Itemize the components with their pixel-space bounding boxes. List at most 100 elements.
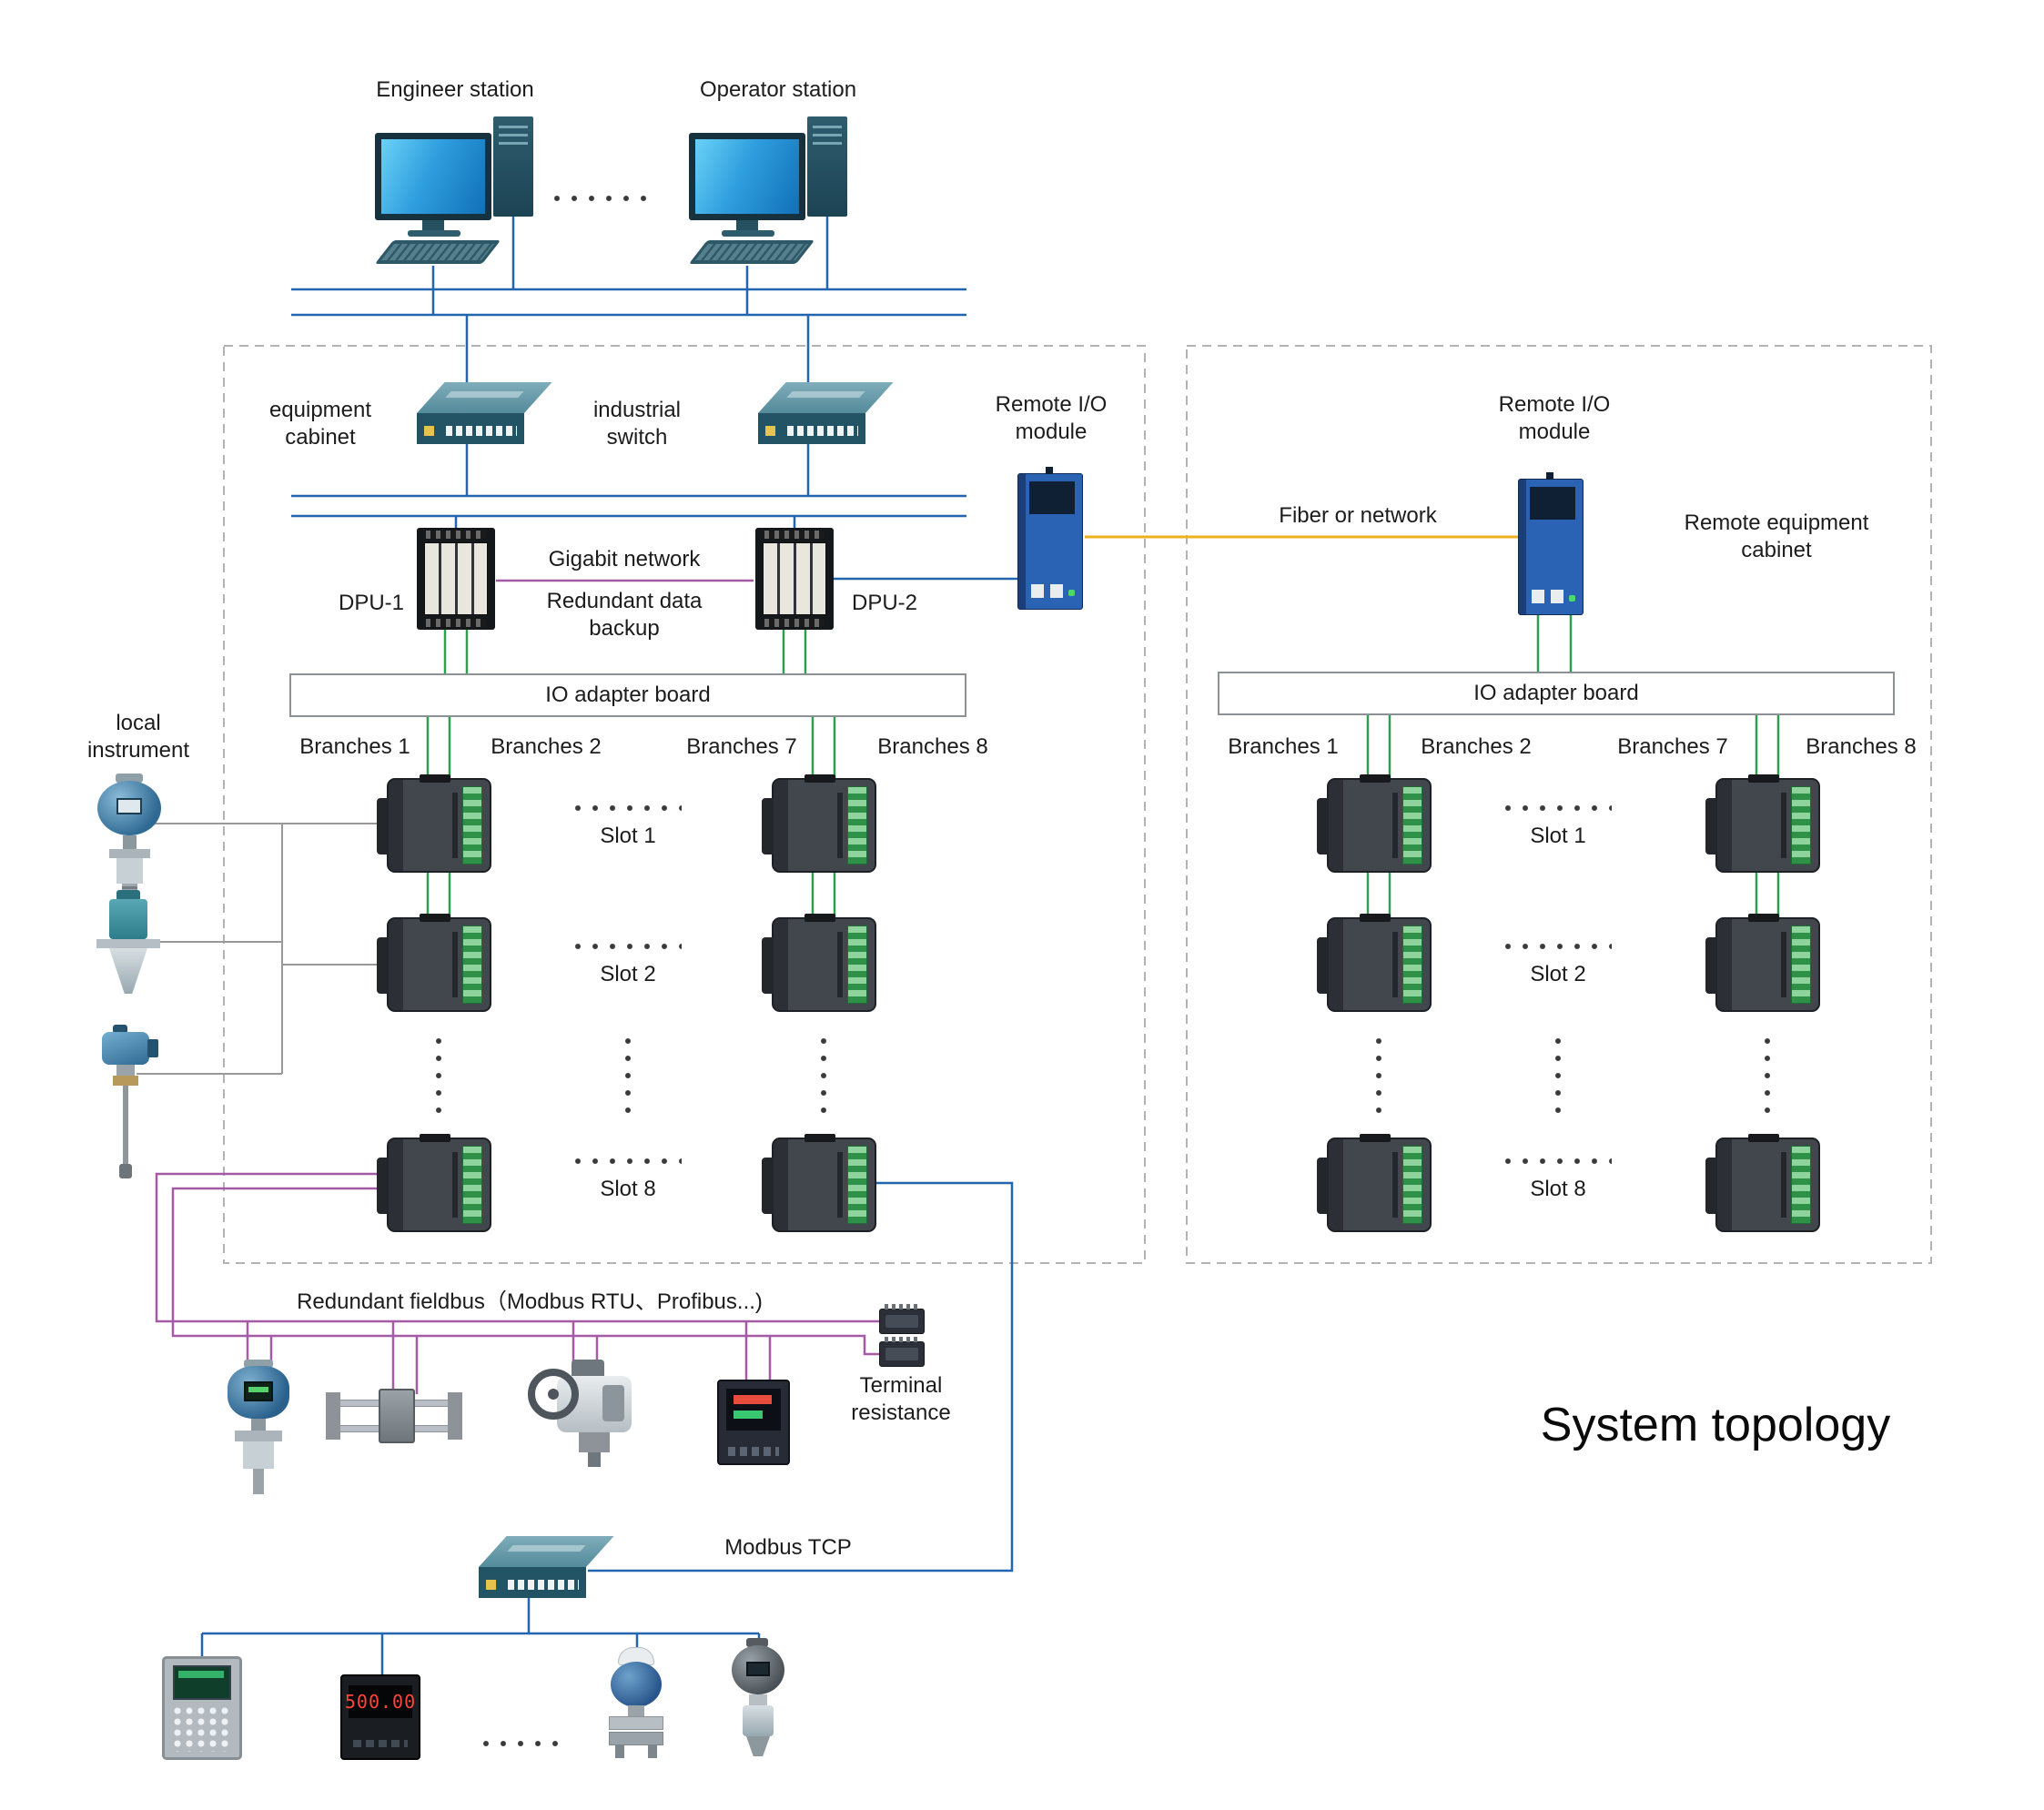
instrument-head <box>109 899 147 939</box>
instrument-neck <box>116 1065 135 1076</box>
io-module <box>377 1134 491 1232</box>
fieldbus-linear-actuator <box>326 1387 462 1449</box>
industrial-switch-label: industrial switch <box>592 398 682 450</box>
purple-fieldbus-lines <box>155 579 879 1394</box>
gray-instrument-lines <box>137 823 387 1075</box>
fieldbus-transmitter <box>217 1360 300 1498</box>
status-led <box>1569 595 1575 602</box>
dpu-front-panel <box>424 542 488 615</box>
meter-display <box>726 1389 781 1431</box>
io-module <box>762 774 876 873</box>
ellipsis-dots <box>482 1740 570 1747</box>
industrial-switch-1 <box>393 382 552 451</box>
green-io-lines <box>426 615 1780 919</box>
valve-yoke <box>579 1432 610 1452</box>
ellipsis-dots <box>574 804 682 812</box>
io-module <box>1317 774 1432 873</box>
io-adapter-board-left-label: IO adapter board <box>545 683 711 707</box>
terminal-strip <box>1392 1146 1422 1224</box>
terminal-strip <box>1392 786 1422 865</box>
valve-stem <box>588 1452 601 1467</box>
io-module <box>377 774 491 873</box>
instrument-cap <box>116 890 140 901</box>
slot-8-left-label: Slot 8 <box>600 1177 656 1201</box>
terminal-strip <box>1781 1146 1811 1224</box>
equipment-cabinet-label: equipment cabinet <box>268 398 372 450</box>
terminal-strip <box>837 1146 867 1224</box>
instrument-flange <box>609 1716 663 1730</box>
terminal-strip <box>1781 786 1811 865</box>
terminal-resistance-label: Terminal resistance <box>851 1373 951 1425</box>
engineer-station-computer <box>374 115 539 268</box>
switch-ports-face <box>417 413 524 444</box>
terminal-strip <box>837 786 867 865</box>
instrument-neck <box>628 1705 644 1716</box>
computer-monitor <box>375 133 491 220</box>
monitor-screen <box>381 139 485 214</box>
remote-io-left-label: Remote I/O module <box>995 392 1108 444</box>
pressure-transmitter-device <box>593 1647 680 1782</box>
dpu-front-panel <box>763 542 826 615</box>
terminal-resistor-block <box>879 1337 925 1367</box>
io-adapter-board-right: IO adapter board <box>1218 672 1895 715</box>
branches-1-right-label: Branches 1 <box>1228 734 1339 759</box>
computer-tower <box>493 116 533 217</box>
antenna-stub <box>1546 472 1553 480</box>
radar-horn <box>109 948 147 994</box>
instrument-cap <box>244 1360 273 1368</box>
local-probe-transmitter <box>91 1025 173 1181</box>
vertical-ellipsis-dots <box>1375 1037 1382 1121</box>
paperless-recorder <box>162 1656 242 1760</box>
probe-tip <box>119 1164 132 1178</box>
flange-bolt <box>648 1745 657 1758</box>
instrument-head <box>102 1032 149 1065</box>
io-module <box>1317 914 1432 1012</box>
monitor-screen <box>695 139 799 214</box>
gigabit-network-label: Gigabit network <box>548 547 701 571</box>
vertical-ellipsis-dots <box>820 1037 827 1121</box>
meter-reading: 500.00 <box>345 1685 415 1718</box>
dpu2-label: DPU-2 <box>851 591 918 615</box>
monitor-stand <box>422 220 444 232</box>
instrument-cone <box>746 1736 770 1756</box>
ellipsis-dots <box>1504 943 1612 950</box>
branches-7-right-label: Branches 7 <box>1617 734 1728 759</box>
instrument-flange <box>109 849 150 858</box>
remote-io-module-left <box>1017 467 1083 610</box>
instrument-neck <box>123 835 137 849</box>
instrument-stem <box>253 1469 264 1494</box>
fiber-or-network-label: Fiber or network <box>1279 503 1437 528</box>
instrument-body <box>243 1441 274 1469</box>
io-module <box>1317 1134 1432 1232</box>
terminal-resistor-block <box>879 1304 925 1334</box>
antenna-stub <box>1046 467 1053 474</box>
computer-tower <box>807 116 847 217</box>
digital-panel-meter: 500.00 <box>340 1674 420 1760</box>
branches-1-left-label: Branches 1 <box>299 734 410 759</box>
ellipsis-dots <box>574 1158 682 1165</box>
io-adapter-board-right-label: IO adapter board <box>1473 681 1639 705</box>
monitor-stand <box>736 220 758 232</box>
instrument-cap <box>113 1025 127 1034</box>
modbus-tcp-label: Modbus TCP <box>724 1535 852 1560</box>
remote-equipment-cabinet-label: Remote equipment cabinet <box>1684 511 1869 562</box>
industrial-switch-2 <box>734 382 894 451</box>
diagram-title: System topology <box>1540 1399 1891 1451</box>
vertical-ellipsis-dots <box>1764 1037 1771 1121</box>
branches-8-right-label: Branches 8 <box>1806 734 1917 759</box>
actuator-end-block <box>448 1392 462 1440</box>
branches-2-left-label: Branches 2 <box>491 734 602 759</box>
ellipsis-dots <box>574 943 682 950</box>
ellipsis-dots <box>553 195 655 202</box>
instrument-body <box>116 858 143 884</box>
instrument-neck <box>251 1419 266 1431</box>
instrument-hex-nut <box>113 1076 138 1086</box>
instrument-display <box>116 798 142 814</box>
local-instrument-label: local instrument <box>86 711 190 763</box>
slot-8-right-label: Slot 8 <box>1530 1177 1586 1201</box>
recorder-keypad <box>173 1706 231 1752</box>
actuator-motor <box>572 1360 604 1380</box>
instrument-flange <box>235 1431 282 1441</box>
terminal-strip <box>1781 925 1811 1004</box>
flange-bolt <box>615 1745 624 1758</box>
